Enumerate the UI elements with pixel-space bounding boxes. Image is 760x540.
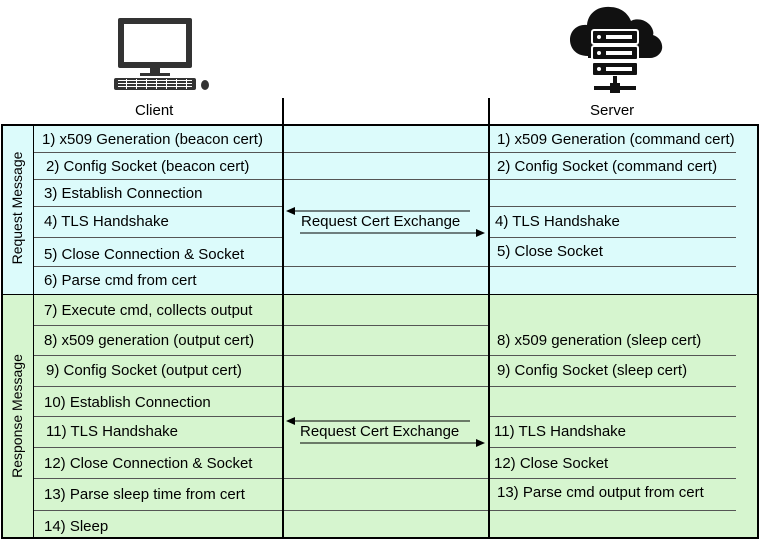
row-separator	[284, 478, 488, 479]
row-separator	[34, 266, 282, 267]
row-separator	[490, 416, 736, 417]
row-separator	[490, 179, 736, 180]
client-lifeline	[282, 98, 284, 539]
row-separator	[34, 206, 282, 207]
client-step: 11) TLS Handshake	[46, 423, 179, 440]
row-separator	[490, 386, 736, 387]
row-separator	[34, 152, 282, 153]
row-separator	[284, 355, 488, 356]
response-section-label: Response Message	[9, 354, 25, 478]
client-step: 3) Establish Connection	[44, 185, 203, 202]
row-separator	[284, 152, 488, 153]
client-title: Client	[135, 102, 174, 119]
client-step: 10) Establish Connection	[44, 394, 211, 411]
request-exchange-arrows	[286, 207, 485, 237]
row-separator	[34, 355, 282, 356]
row-separator	[34, 325, 282, 326]
server-step: 4) TLS Handshake	[495, 213, 620, 230]
server-step: 12) Close Socket	[494, 455, 609, 472]
row-separator	[490, 355, 736, 356]
row-separator	[34, 386, 282, 387]
row-separator	[490, 510, 736, 511]
client-step: 7) Execute cmd, collects output	[44, 302, 253, 319]
client-step: 2) Config Socket (beacon cert)	[46, 158, 250, 175]
request-exchange-label: Request Cert Exchange	[301, 213, 461, 230]
row-separator	[284, 510, 488, 511]
server-step: 13) Parse cmd output from cert	[497, 484, 704, 501]
server-step: 1) x509 Generation (command cert)	[497, 131, 735, 148]
client-step: 14) Sleep	[44, 518, 109, 535]
row-separator	[284, 325, 488, 326]
cloud-server-icon	[570, 6, 663, 93]
row-separator	[490, 206, 736, 207]
client-step: 13) Parse sleep time from cert	[44, 486, 245, 503]
server-step: 2) Config Socket (command cert)	[497, 158, 718, 175]
client-step: 1) x509 Generation (beacon cert)	[42, 131, 263, 148]
row-separator	[284, 266, 488, 267]
client-step: 4) TLS Handshake	[44, 213, 169, 230]
row-separator	[34, 478, 282, 479]
client-step: 5) Close Connection & Socket	[44, 246, 245, 263]
server-step: 8) x509 generation (sleep cert)	[497, 332, 702, 349]
table-right-border	[757, 124, 759, 539]
client-step: 12) Close Connection & Socket	[44, 455, 253, 472]
row-separator	[490, 478, 736, 479]
row-separator	[34, 447, 282, 448]
client-step: 8) x509 generation (output cert)	[44, 332, 255, 349]
client-step: 9) Config Socket (output cert)	[46, 362, 242, 379]
row-separator	[284, 386, 488, 387]
table-left-border	[1, 124, 3, 539]
row-separator	[490, 266, 736, 267]
server-step: 9) Config Socket (sleep cert)	[497, 362, 688, 379]
row-separator	[490, 237, 736, 238]
response-exchange-arrows	[286, 417, 485, 447]
row-separator	[34, 416, 282, 417]
server-step: 11) TLS Handshake	[494, 423, 627, 440]
section-divider	[1, 294, 758, 295]
server-title: Server	[590, 102, 635, 119]
client-step: 6) Parse cmd from cert	[44, 272, 197, 289]
row-separator	[490, 447, 736, 448]
server-lifeline	[488, 98, 490, 539]
desktop-computer-icon	[114, 18, 209, 90]
row-separator	[490, 152, 736, 153]
server-step: 5) Close Socket	[497, 243, 603, 260]
response-exchange-label: Request Cert Exchange	[300, 423, 460, 440]
row-separator	[34, 179, 282, 180]
request-section-label: Request Message	[9, 151, 25, 265]
row-separator	[284, 179, 488, 180]
table-top-border	[1, 124, 758, 126]
label-column-border	[33, 124, 34, 539]
table-bottom-border	[1, 537, 758, 539]
row-separator	[34, 237, 282, 238]
row-separator	[34, 510, 282, 511]
